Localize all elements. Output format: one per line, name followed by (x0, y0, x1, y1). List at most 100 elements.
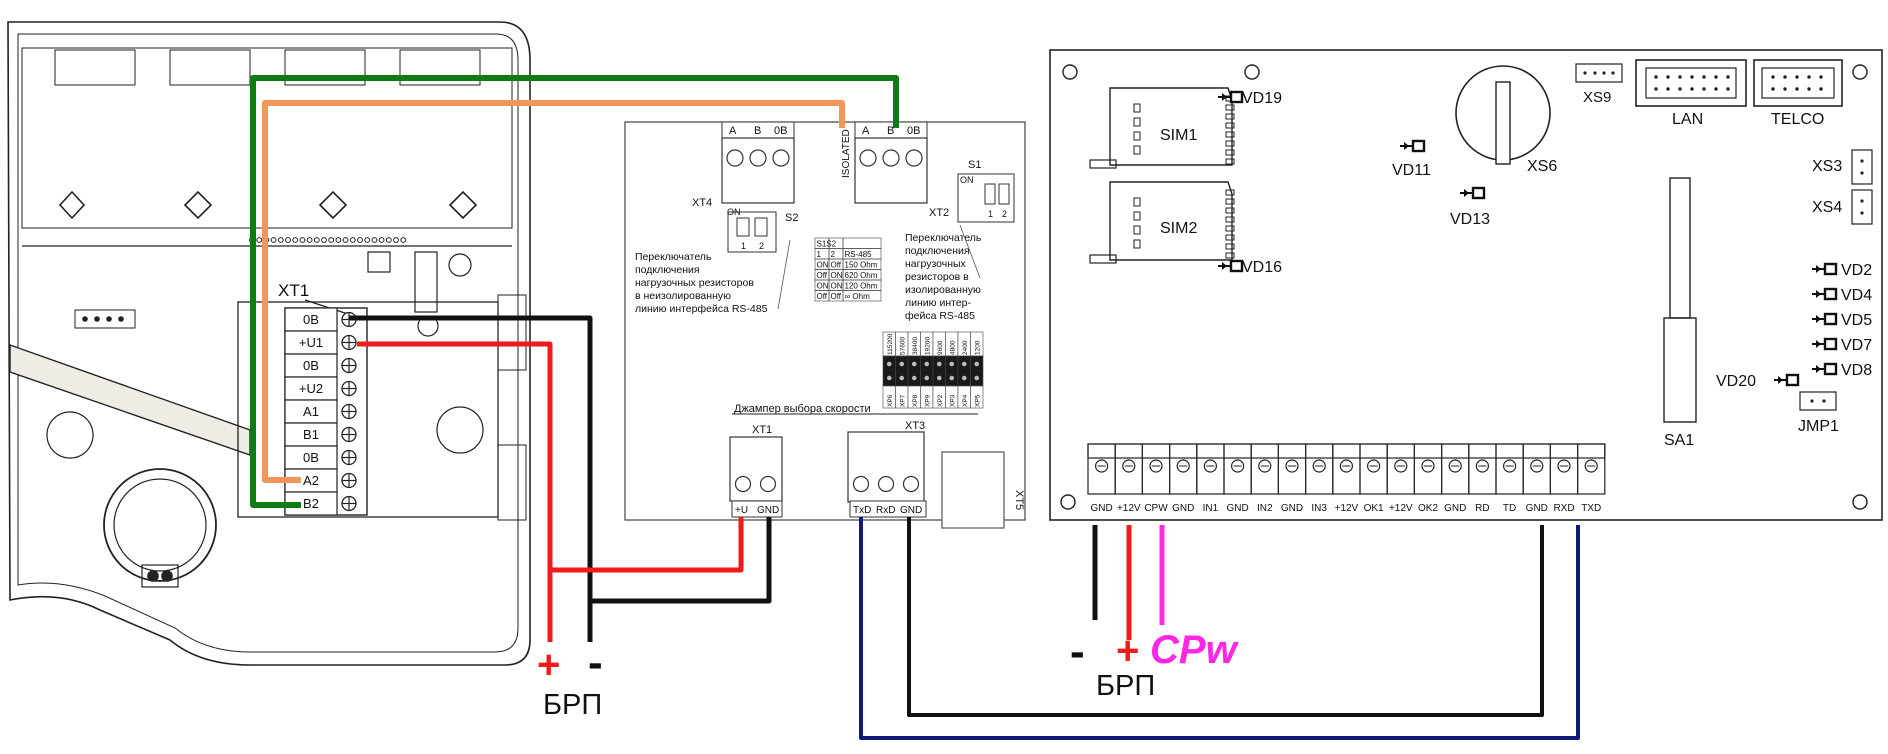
sim-contact-left (1133, 131, 1141, 141)
converter-speed-label: 38400 (912, 337, 919, 355)
converter-right-note-line: Переключатель (905, 232, 982, 244)
gsm-vd16-label: VD16 (1242, 259, 1282, 276)
keypad-dot (277, 237, 284, 243)
keypad-xt1-title: XT1 (278, 281, 309, 300)
gsm-vd11-label: VD11 (1392, 162, 1431, 179)
converter-speed-label: 115200 (887, 333, 894, 355)
led-diode-icon (1816, 290, 1821, 298)
power2-minus-sign: - (1070, 627, 1085, 676)
converter-jumper-pins (945, 355, 959, 387)
sim-contact (1225, 131, 1235, 138)
sim-contact (1225, 216, 1235, 223)
keypad-dot (299, 237, 306, 243)
keypad-dot (306, 237, 313, 243)
led-body-icon (1471, 186, 1486, 200)
gsm-terminal-label: IN3 (1311, 503, 1327, 514)
wire-black-converter-gnd (590, 517, 772, 604)
gsm-lan-connector: LAN (1635, 59, 1747, 128)
wire-orange-a (262, 100, 845, 483)
gsm-sim2-outline (1109, 181, 1233, 261)
converter-speed-label: 57600 (900, 337, 907, 355)
converter-jumper-pins (882, 355, 896, 387)
telco-pin (1795, 87, 1799, 91)
keypad-dots-row (249, 237, 407, 243)
keypad-terminal-label: +U2 (299, 381, 323, 396)
gsm-telco-body (1753, 59, 1843, 107)
gsm-terminal-label: GND (1444, 503, 1466, 514)
sim-contact-left (1133, 211, 1141, 221)
gsm-telco-connector: TELCO (1753, 59, 1843, 128)
gsm-xs4-label: XS4 (1812, 199, 1842, 216)
power2-label: БРП (1096, 670, 1155, 702)
led-diode-icon (1404, 142, 1409, 150)
keypad-dot (328, 237, 335, 243)
keypad-connector-pin (118, 316, 124, 322)
sim-contact-left (1133, 117, 1141, 127)
gsm-mount-hole (1244, 64, 1260, 80)
telco-pin (1807, 75, 1811, 79)
converter-table-text: ON (817, 281, 829, 290)
led-diode-icon (1816, 365, 1821, 373)
gsm-terminal-label: CPW (1144, 503, 1168, 514)
converter-s2-slot (754, 217, 768, 237)
led-diode-icon (1816, 315, 1821, 323)
converter-table-text: 1 (817, 250, 822, 259)
gsm-vd-right-label: VD5 (1841, 312, 1872, 329)
gsm-terminal-label: OK2 (1418, 503, 1438, 514)
lan-pin (1666, 87, 1670, 91)
led-body-icon (1229, 90, 1244, 104)
gsm-sim2-label: SIM2 (1160, 220, 1197, 237)
converter-jumper-pin (949, 375, 955, 381)
gsm-vd13-label: VD13 (1450, 211, 1490, 228)
converter-jumper-pins (970, 355, 984, 387)
converter-xt2-terminal: ISOLATED A B 0B XT2 (841, 121, 949, 219)
converter-xt2-label: A (862, 125, 870, 137)
converter-xt4-label: 0B (774, 125, 787, 137)
converter-s1-body (957, 173, 1015, 223)
gsm-terminal-cell (1576, 443, 1606, 495)
converter-xt4-screw (749, 149, 767, 167)
converter-table-text: 150 Ohm (845, 260, 878, 269)
led-diode-icon (1816, 340, 1821, 348)
gsm-xs9-pin (1611, 71, 1615, 75)
keypad-tamper-screw (161, 570, 173, 582)
gsm-mount-hole (1062, 64, 1078, 80)
gsm-vd-right-label: VD7 (1841, 337, 1872, 354)
gsm-board (1049, 49, 1883, 521)
gsm-xs4-pin (1860, 211, 1864, 215)
gsm-sim-contacts (1133, 95, 1235, 259)
gsm-xs9-pin (1593, 71, 1597, 75)
converter-s1-num: 2 (1002, 209, 1007, 219)
keypad-dot (357, 237, 363, 243)
gsm-sa1-tamper: SA1 (1663, 177, 1697, 449)
led-body-icon (1823, 262, 1838, 276)
gsm-lan-body (1635, 59, 1747, 107)
keypad-notch-3 (284, 49, 366, 86)
gsm-jmp1-jumper: JMP1 (1798, 391, 1839, 435)
converter-jumper-pin (974, 375, 980, 381)
gsm-xs6-label: XS6 (1527, 158, 1557, 175)
led-diode-icon (1816, 265, 1821, 273)
converter-jumper-label: XP4 (962, 394, 969, 407)
gsm-xs3-pin (1860, 159, 1864, 163)
converter-xt5-label: XT5 (1013, 490, 1025, 510)
keypad-diamond-1 (58, 190, 86, 220)
power-supply-2-labels: - + CPw БРП (1070, 627, 1240, 702)
converter-jumper-pins (895, 355, 909, 387)
wire-black-rs485-gnd (907, 517, 1544, 717)
gsm-terminal-label: IN1 (1203, 503, 1219, 514)
keypad-connector (74, 309, 136, 329)
converter-jumper-pin (949, 361, 955, 367)
gsm-xs9-label: XS9 (1583, 89, 1611, 106)
converter-xt4-label: A (729, 125, 737, 137)
converter-s1-slot (998, 183, 1010, 205)
sim-contact (1225, 113, 1235, 120)
converter-xt1-label: +U (735, 505, 748, 516)
converter-xt1-body (729, 436, 783, 502)
converter-xt2-screw (905, 149, 923, 167)
housing-inner-outline (17, 33, 519, 653)
keypad-clip (414, 251, 438, 313)
